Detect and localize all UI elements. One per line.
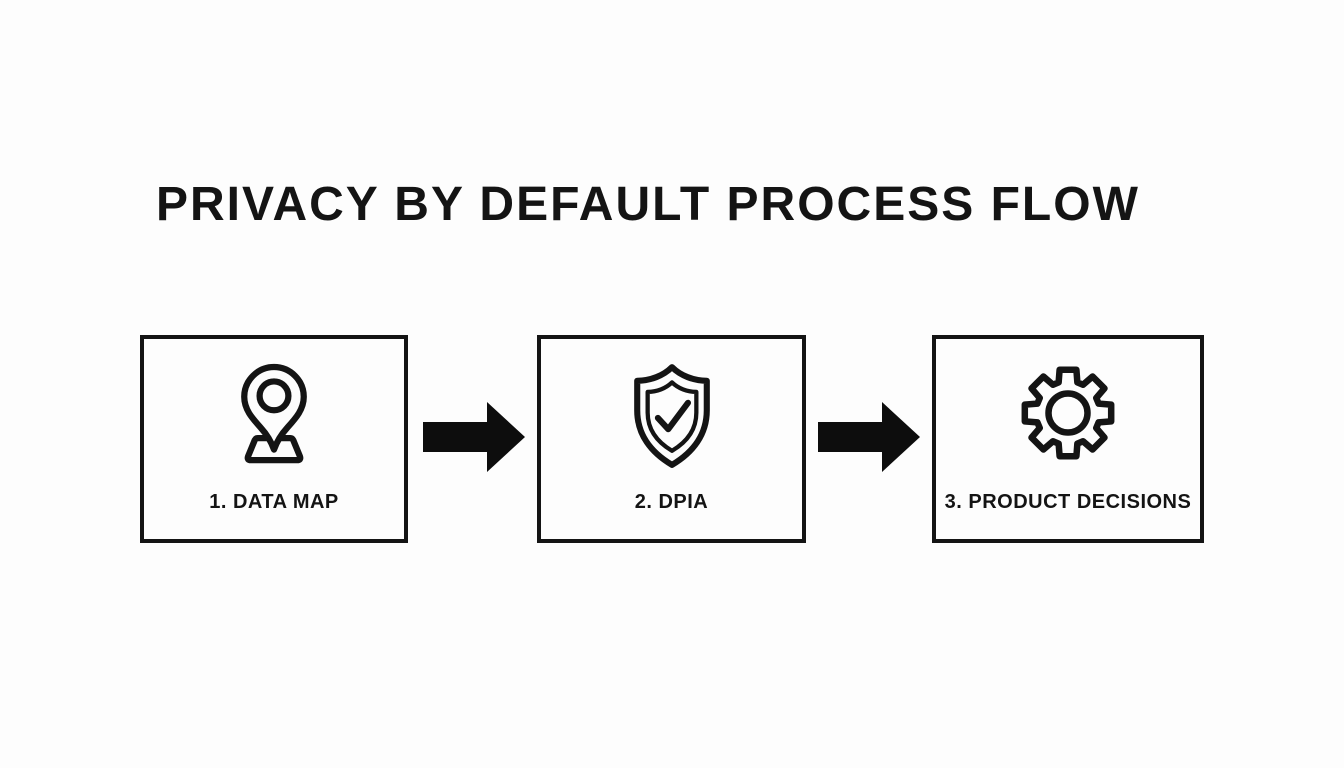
arrow-right-icon [818, 402, 920, 472]
step-label-data-map: 1. DATA MAP [209, 491, 339, 513]
shield-check-icon [633, 364, 710, 468]
location-pin-icon [241, 363, 307, 464]
diagram-title: PRIVACY BY DEFAULT PROCESS FLOW [156, 178, 1140, 231]
step-label-dpia: 2. DPIA [634, 491, 709, 513]
step-label-product-decisions: 3. PRODUCT DECISIONS [944, 491, 1192, 513]
step-box-dpia: 2. DPIA [537, 335, 806, 543]
gear-icon [1021, 366, 1115, 460]
arrow-right-icon [423, 402, 525, 472]
step-box-product-decisions: 3. PRODUCT DECISIONS [932, 335, 1204, 543]
step-box-data-map: 1. DATA MAP [140, 335, 408, 543]
